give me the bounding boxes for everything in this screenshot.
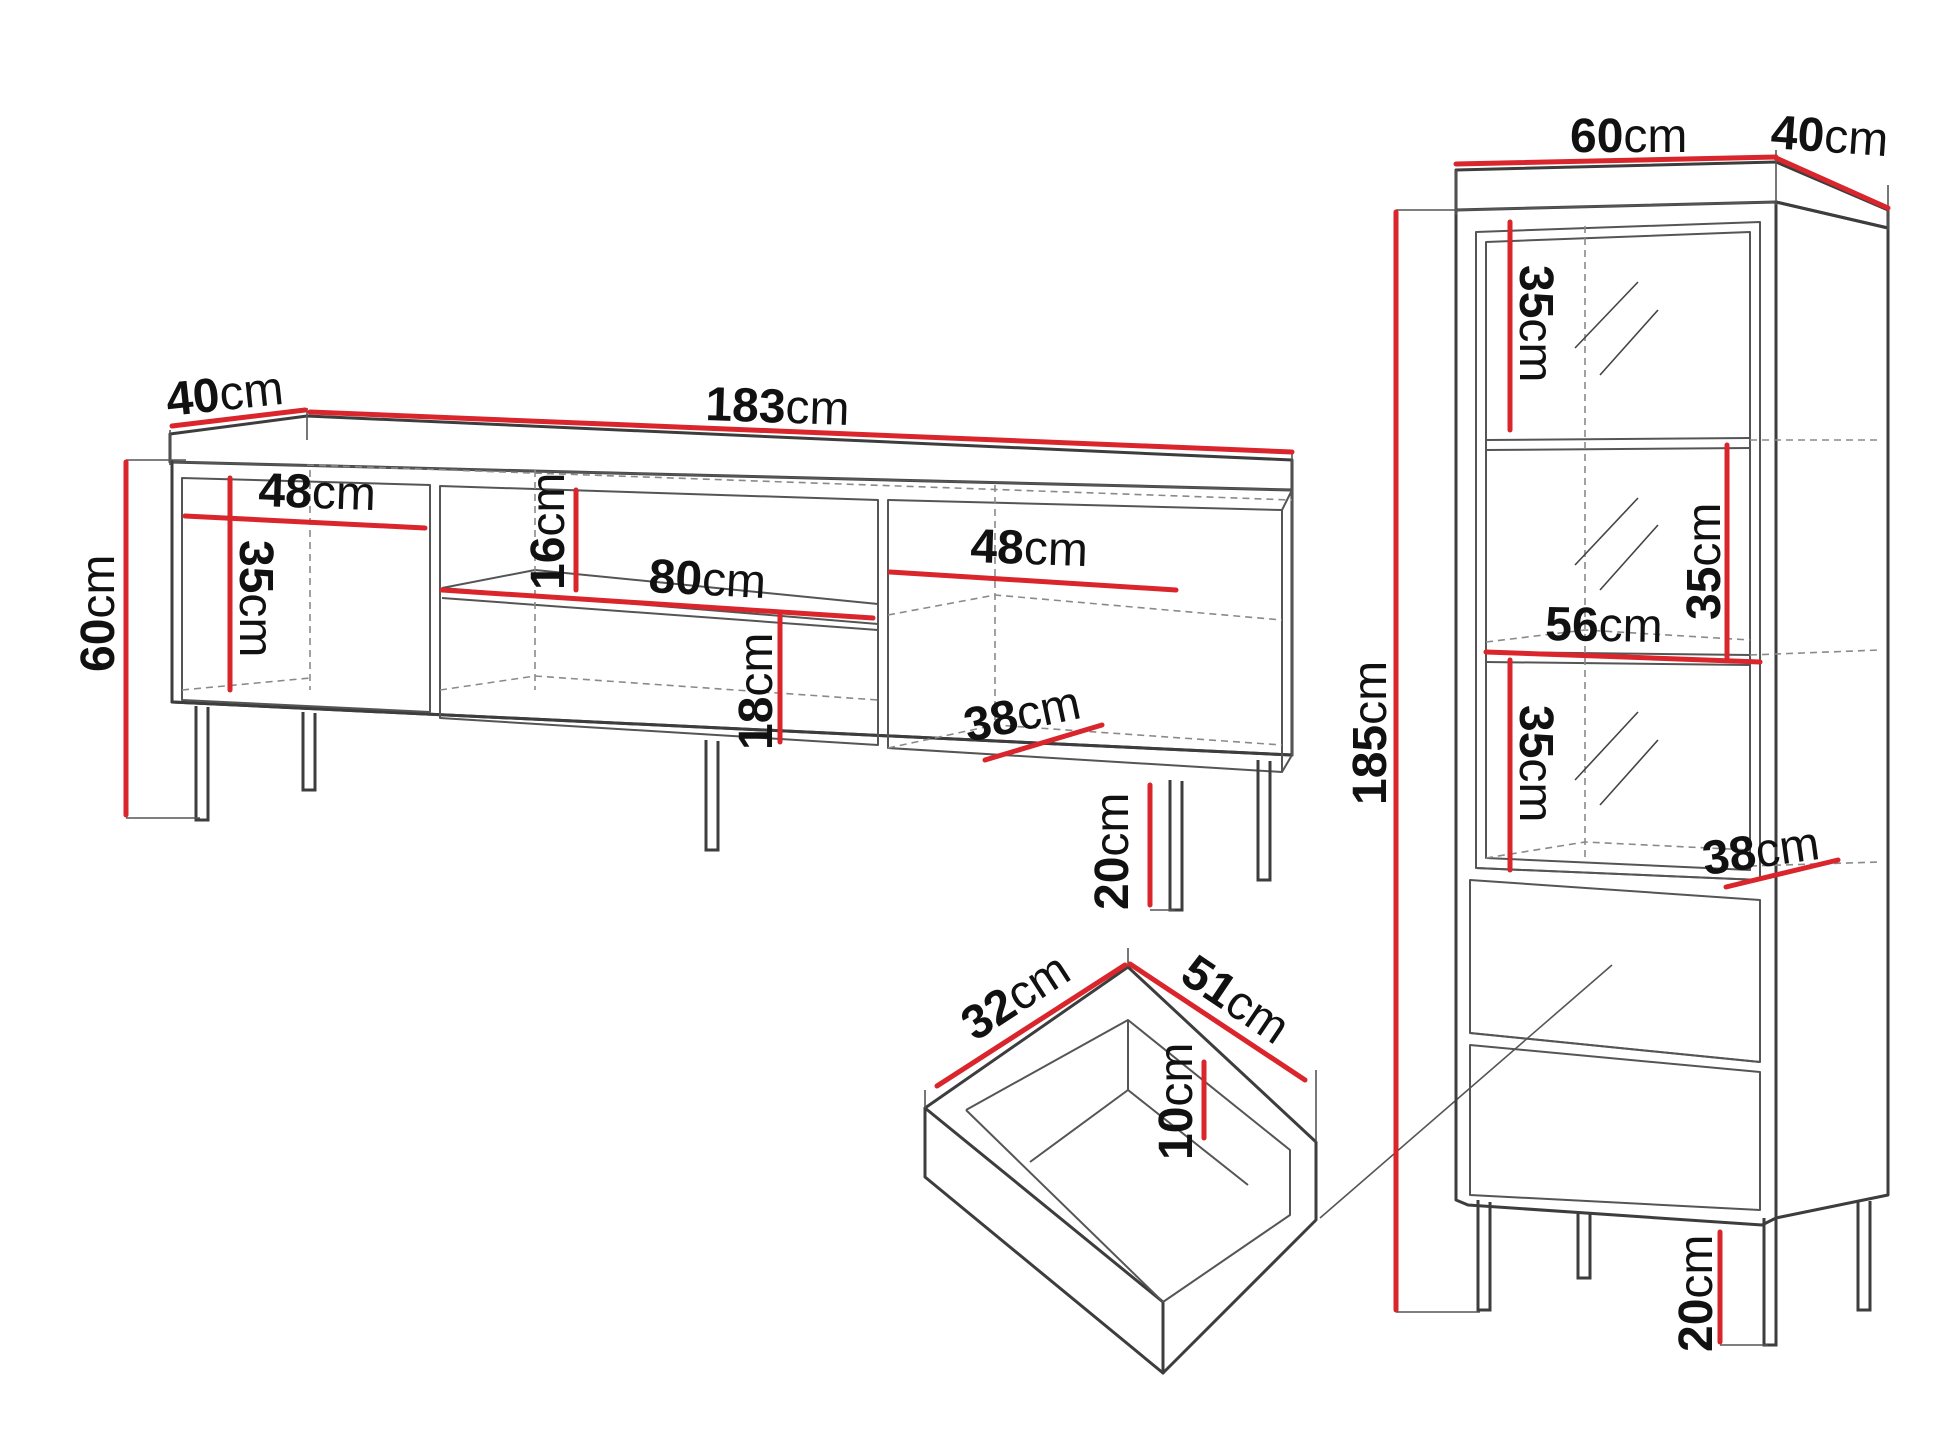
label-tv-width: 183cm — [705, 378, 851, 436]
label-tv-width-value: 183 — [705, 378, 787, 434]
label-tv-right-niche-depth-unit: cm — [1011, 677, 1085, 742]
label-display-leg-height-unit: cm — [1670, 1235, 1723, 1299]
label-display-height-value: 185 — [1344, 725, 1397, 805]
dim-line-display-shelf-depth — [1723, 857, 1841, 890]
label-display-shelf1-height-value: 35 — [1509, 265, 1562, 318]
label-tv-depth-value: 40 — [164, 369, 223, 427]
label-tv-height: 60cm — [72, 555, 125, 672]
label-tv-left-niche-height: 35cm — [229, 540, 282, 657]
label-display-depth-unit: cm — [1822, 110, 1890, 167]
label-tv-leg-height-unit: cm — [1086, 793, 1139, 857]
label-tv-width-unit: cm — [785, 381, 851, 436]
dim-line-tv-width — [307, 409, 1295, 455]
dim-line-tv-left-niche-width — [182, 513, 428, 531]
dim-line-display-width — [1453, 154, 1779, 167]
label-display-shelf-depth: 38cm — [1699, 817, 1823, 886]
label-tv-left-niche-width: 48cm — [258, 464, 377, 521]
label-tv-middle-top-height-value: 16 — [522, 537, 575, 590]
tv-cabinet — [126, 408, 1294, 912]
label-display-shelf-width-unit: cm — [1598, 599, 1663, 653]
label-tv-right-niche-width-value: 48 — [970, 520, 1025, 575]
dimension-labels: 40cm 183cm 60cm 48cm 35cm 16cm 80cm 18cm… — [72, 106, 1890, 1352]
label-drawer-height: 10cm — [1150, 1043, 1203, 1160]
dimension-lines — [123, 154, 1891, 1345]
label-display-width: 60cm — [1570, 110, 1687, 163]
label-tv-middle-width-value: 80 — [647, 550, 703, 606]
label-display-shelf-width: 56cm — [1545, 598, 1663, 653]
dim-line-drawer-width — [934, 962, 1128, 1089]
dim-line-tv-depth — [169, 407, 308, 429]
display-cabinet — [1396, 150, 1890, 1347]
label-tv-left-niche-height-unit: cm — [229, 593, 282, 657]
label-display-depth-value: 40 — [1769, 106, 1826, 163]
label-tv-left-niche-width-unit: cm — [311, 466, 377, 521]
label-tv-middle-top-height-unit: cm — [522, 473, 575, 537]
label-display-shelf-depth-value: 38 — [1699, 826, 1759, 886]
label-drawer-height-value: 10 — [1150, 1107, 1203, 1160]
label-display-shelf-depth-unit: cm — [1752, 817, 1823, 878]
label-tv-middle-bottom-height: 18cm — [730, 633, 783, 750]
dim-line-display-depth — [1773, 155, 1891, 211]
label-display-shelf2-height-unit: cm — [1678, 503, 1731, 567]
label-display-shelf3-height-value: 35 — [1509, 705, 1562, 758]
label-display-height: 185cm — [1344, 661, 1397, 805]
label-display-depth: 40cm — [1769, 106, 1890, 167]
label-drawer-depth: 51cm — [1172, 945, 1299, 1055]
label-tv-middle-bottom-height-unit: cm — [730, 633, 783, 697]
dim-line-drawer-depth — [1127, 961, 1308, 1083]
label-tv-right-niche-width: 48cm — [970, 520, 1089, 577]
label-tv-height-value: 60 — [72, 619, 125, 672]
label-display-shelf2-height-value: 35 — [1678, 567, 1731, 620]
label-tv-depth-unit: cm — [217, 362, 286, 421]
label-tv-leg-height-value: 20 — [1086, 857, 1139, 910]
label-display-shelf2-height: 35cm — [1678, 503, 1731, 620]
label-tv-middle-bottom-height-value: 18 — [730, 697, 783, 750]
label-display-shelf1-height: 35cm — [1509, 265, 1562, 382]
label-tv-middle-width: 80cm — [647, 550, 767, 609]
label-tv-right-niche-depth: 38cm — [959, 677, 1085, 753]
label-display-height-unit: cm — [1344, 661, 1397, 725]
dim-line-display-shelf-width — [1483, 649, 1763, 665]
label-display-shelf3-height: 35cm — [1509, 705, 1562, 822]
label-tv-middle-top-height: 16cm — [522, 473, 575, 590]
label-display-width-value: 60 — [1570, 110, 1623, 163]
label-tv-right-niche-width-unit: cm — [1023, 522, 1089, 577]
drawer — [923, 948, 1613, 1375]
label-display-shelf-width-value: 56 — [1545, 598, 1599, 652]
label-tv-leg-height: 20cm — [1086, 793, 1139, 910]
label-tv-left-niche-width-value: 48 — [258, 464, 313, 519]
label-display-shelf3-height-unit: cm — [1509, 758, 1562, 822]
label-tv-left-niche-height-value: 35 — [229, 540, 282, 593]
label-display-shelf1-height-unit: cm — [1509, 318, 1562, 382]
label-drawer-height-unit: cm — [1150, 1043, 1203, 1107]
label-display-width-unit: cm — [1623, 110, 1687, 163]
dim-line-tv-right-niche-depth — [982, 722, 1105, 763]
label-tv-depth: 40cm — [164, 362, 286, 427]
label-tv-height-unit: cm — [72, 555, 125, 619]
label-tv-middle-width-unit: cm — [701, 553, 768, 609]
label-display-leg-height: 20cm — [1670, 1235, 1723, 1352]
label-tv-right-niche-depth-value: 38 — [959, 690, 1022, 753]
dim-line-tv-right-niche-width — [887, 569, 1179, 593]
dim-line-tv-middle-width — [439, 587, 876, 621]
label-display-leg-height-value: 20 — [1670, 1299, 1723, 1352]
